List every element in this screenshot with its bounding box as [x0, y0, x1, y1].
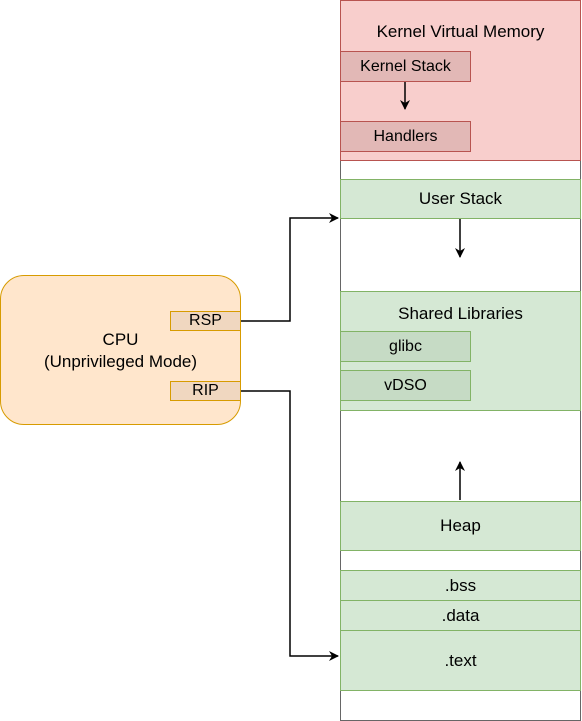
kernel-stack-box: Kernel Stack [340, 51, 471, 82]
text-section: .text [340, 630, 581, 691]
user-stack-region: User Stack [340, 179, 581, 219]
rsp-to-user-stack-arrow [241, 213, 339, 322]
cpu-mode-label: (Unprivileged Mode) [43, 352, 198, 371]
rsp-register: RSP [170, 311, 241, 331]
shared-libraries-label: Shared Libraries [398, 304, 523, 323]
data-section: .data [340, 600, 581, 631]
cpu-label: CPU [102, 330, 139, 349]
rip-to-text-arrow [241, 390, 339, 661]
vdso-box: vDSO [340, 370, 471, 401]
glibc-box: glibc [340, 331, 471, 362]
rip-register: RIP [170, 381, 241, 401]
kernel-virtual-memory-label: Kernel Virtual Memory [376, 22, 545, 41]
heap-region: Heap [340, 501, 581, 551]
handlers-box: Handlers [340, 121, 471, 152]
